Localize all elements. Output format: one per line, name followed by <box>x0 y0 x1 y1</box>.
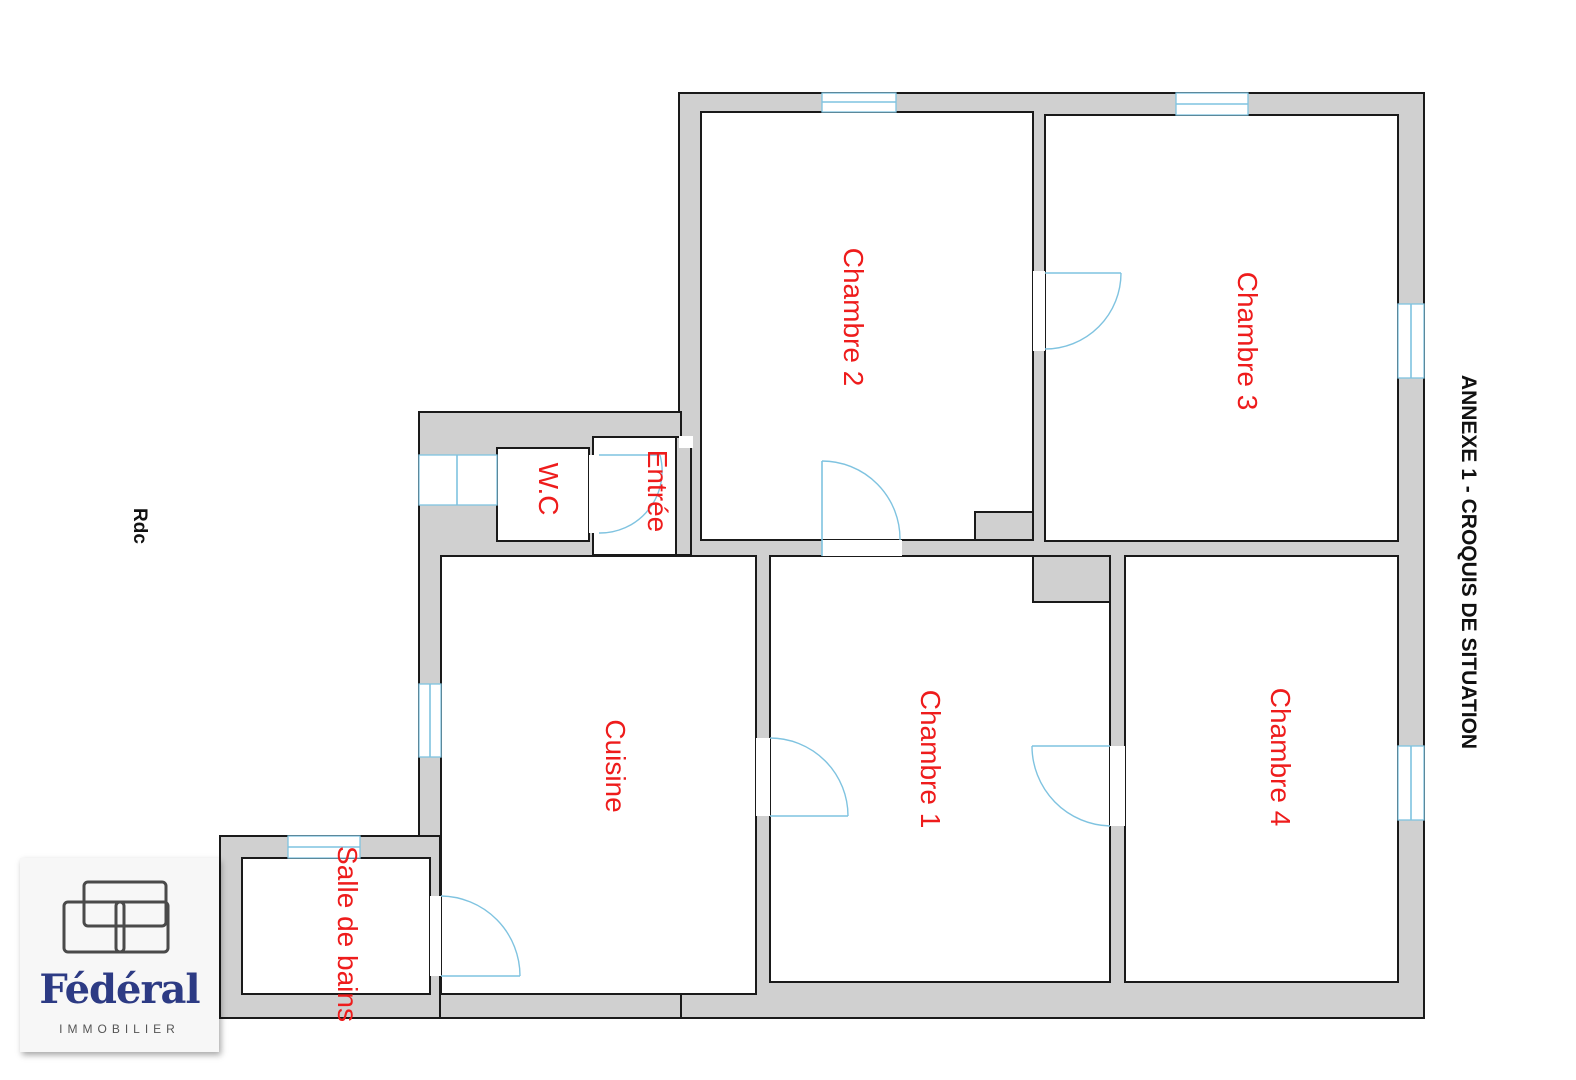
room-chambre-4 <box>1124 555 1399 983</box>
logo-subtitle: IMMOBILIER <box>59 1022 180 1036</box>
room-chambre-1 <box>769 555 1111 983</box>
logo-mark-icon <box>62 880 170 954</box>
door-chambre-2-3 <box>1033 271 1122 351</box>
label-chambre-2: Chambre 2 <box>838 248 869 387</box>
label-chambre-3: Chambre 3 <box>1232 272 1263 411</box>
annex-title: ANNEXE 1 - CROQUIS DE SITUATION <box>1457 375 1480 749</box>
door-chambre-2 <box>821 460 902 556</box>
label-cuisine: Cuisine <box>600 719 631 812</box>
label-chambre-4: Chambre 4 <box>1265 688 1296 827</box>
label-salle-de-bains: Salle de bains <box>332 846 363 1022</box>
logo-brand: Fédéral <box>39 966 200 1013</box>
room-chambre-2 <box>700 111 1034 541</box>
window-wc <box>418 454 498 506</box>
door-chambre-1-4 <box>1031 745 1125 827</box>
room-cuisine <box>440 555 757 995</box>
level-label: Rdc <box>129 508 150 544</box>
label-entree: Entrée <box>642 450 673 533</box>
door-wc <box>589 454 663 534</box>
door-entree <box>679 436 693 448</box>
room-wc <box>496 447 590 542</box>
door-cuisine-chambre-1 <box>756 737 849 817</box>
room-chambre-3 <box>1044 114 1399 542</box>
label-wc: W.C <box>533 463 564 516</box>
door-salle-de-bains <box>430 895 521 977</box>
room-salle-de-bains <box>241 857 431 995</box>
wall-notch-chambre1 <box>1032 555 1111 603</box>
wall-notch-chambre2 <box>974 511 1034 541</box>
company-logo: Fédéral IMMOBILIER <box>20 858 219 1052</box>
label-chambre-1: Chambre 1 <box>915 690 946 829</box>
wall-notch-entree <box>675 436 692 556</box>
